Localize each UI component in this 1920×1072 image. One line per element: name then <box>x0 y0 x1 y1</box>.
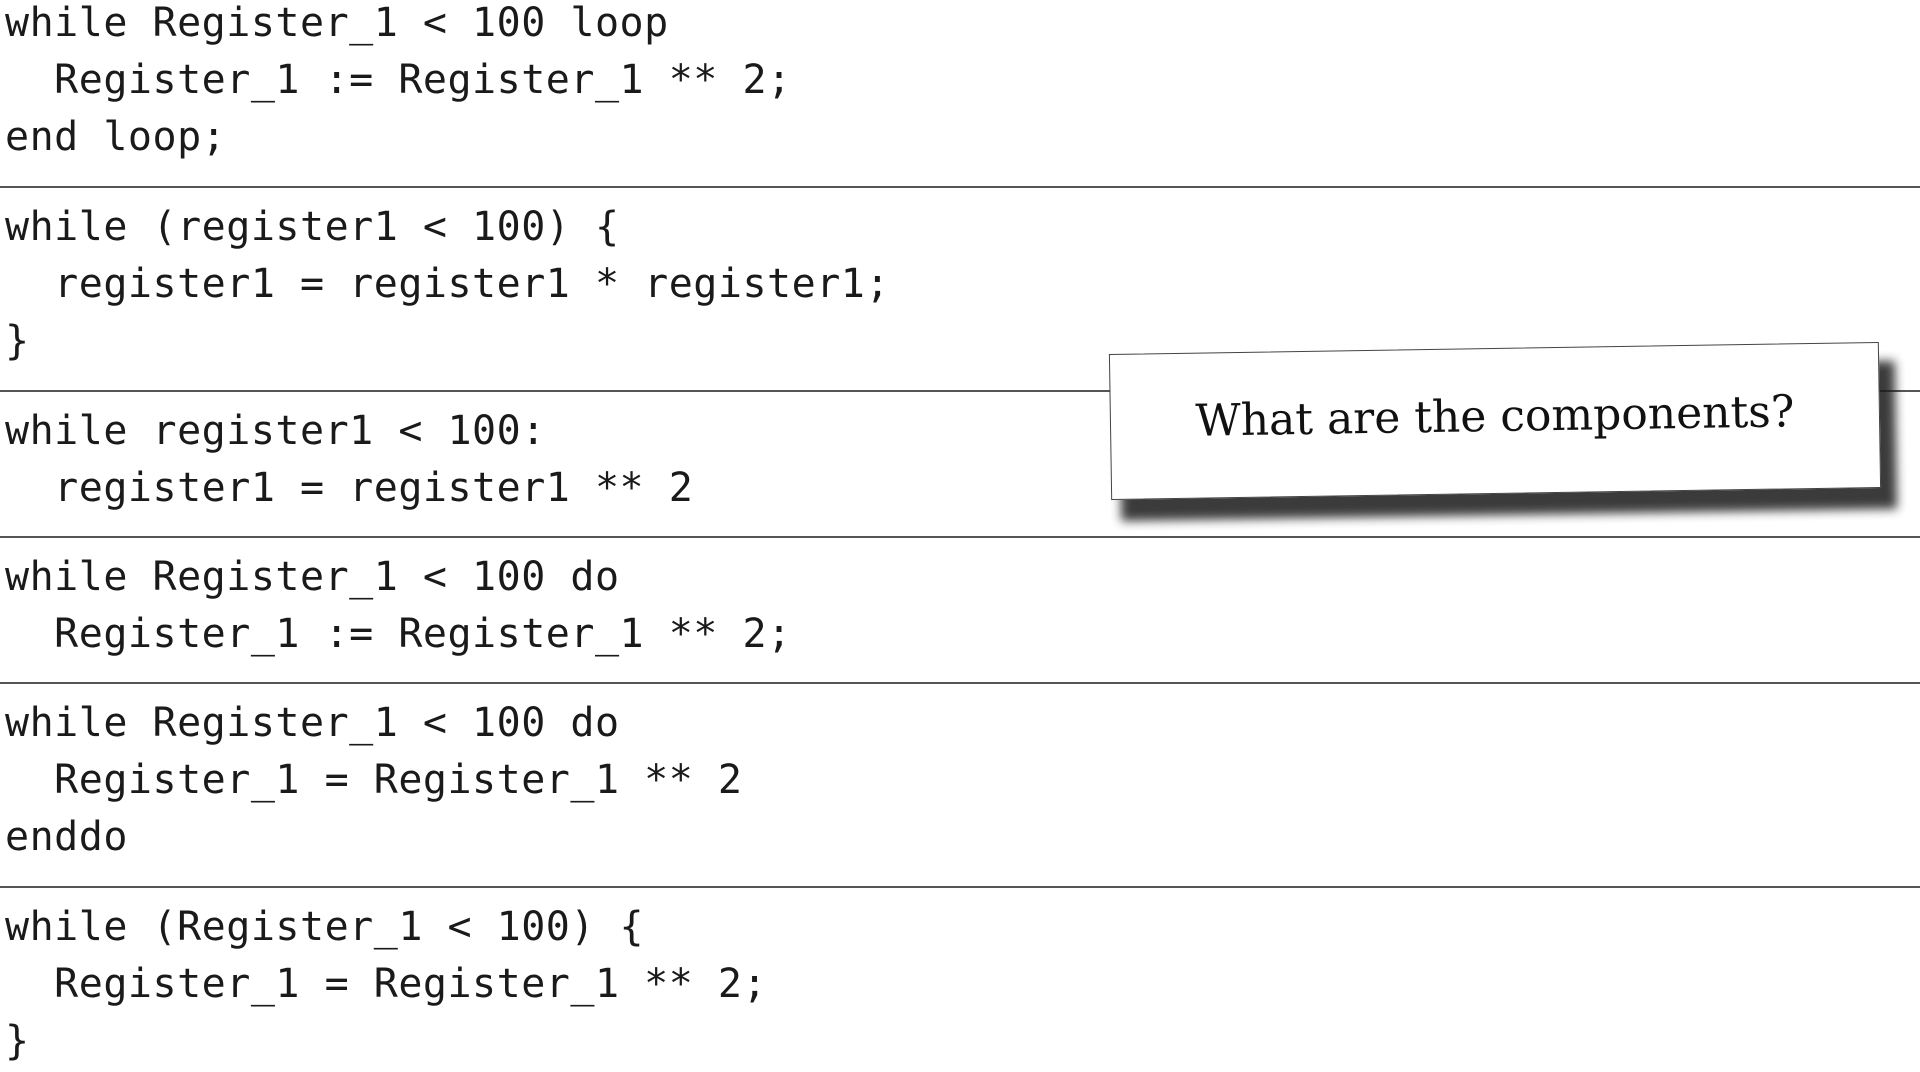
divider <box>0 186 1920 188</box>
code-line: Register_1 = Register_1 ** 2; <box>5 961 768 1007</box>
code-line: while (register1 < 100) { <box>5 204 620 250</box>
code-line: end loop; <box>5 114 227 160</box>
code-line: register1 = register1 ** 2 <box>5 465 694 511</box>
divider <box>0 886 1920 888</box>
divider <box>0 390 1920 392</box>
code-line: } <box>5 1018 30 1064</box>
code-line: Register_1 := Register_1 ** 2; <box>5 57 792 103</box>
callout-note: What are the components? <box>1108 341 1882 501</box>
divider <box>0 536 1920 538</box>
code-line: while register1 < 100: <box>5 408 546 454</box>
code-line: while Register_1 < 100 do <box>5 700 620 746</box>
code-line: Register_1 = Register_1 ** 2 <box>5 757 743 803</box>
code-line: while Register_1 < 100 loop <box>5 0 669 46</box>
code-line: while (Register_1 < 100) { <box>5 904 645 950</box>
code-line: Register_1 := Register_1 ** 2; <box>5 611 792 657</box>
code-line: } <box>5 318 30 364</box>
callout-text: What are the components? <box>1195 385 1795 447</box>
code-line: while Register_1 < 100 do <box>5 554 620 600</box>
code-line: register1 = register1 * register1; <box>5 261 890 307</box>
code-line: enddo <box>5 814 128 860</box>
divider <box>0 682 1920 684</box>
